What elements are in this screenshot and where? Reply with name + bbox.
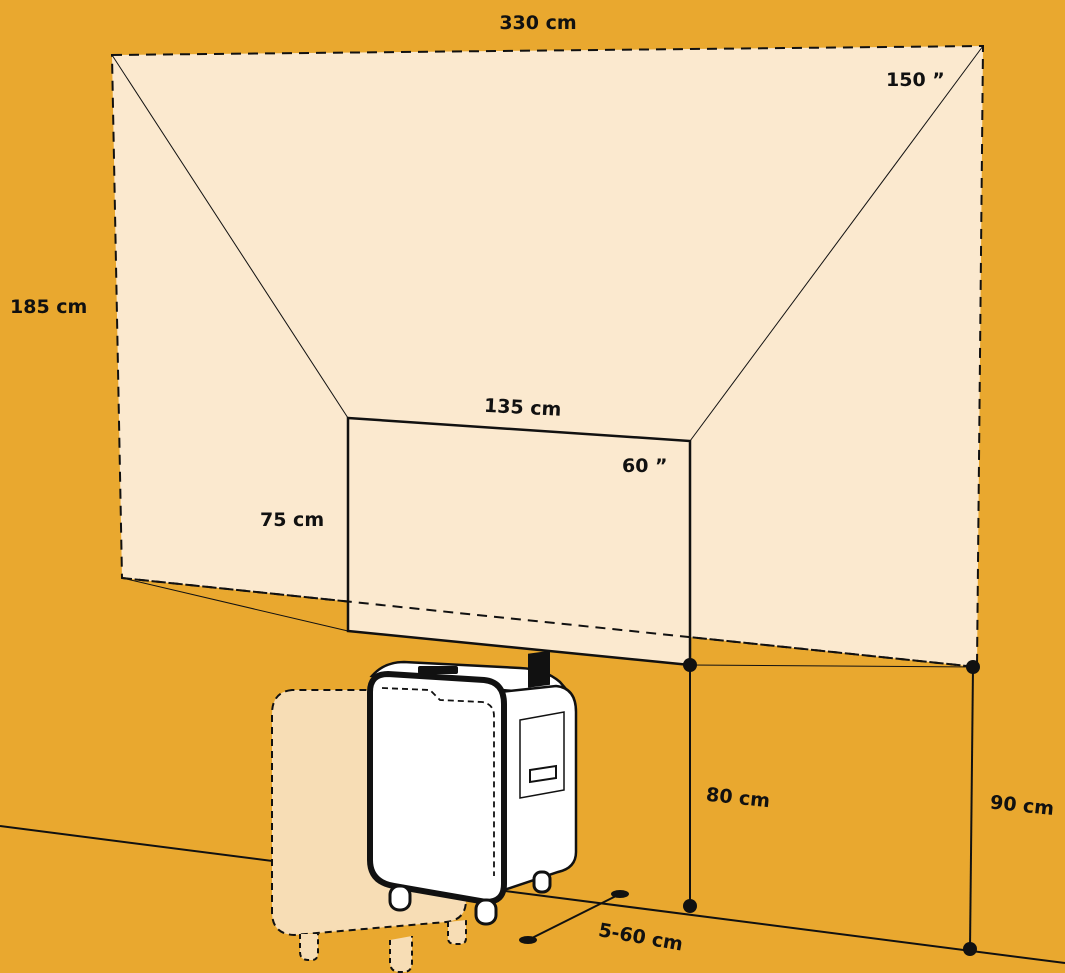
large-screen-area <box>110 44 985 669</box>
cone-line-top-right <box>689 45 984 442</box>
large-screen-height-top-dot <box>966 660 980 674</box>
projector <box>367 650 578 926</box>
floor-line <box>0 825 1065 964</box>
projector-wheel-back <box>532 870 552 894</box>
small-screen-height-bottom-dot <box>683 899 697 913</box>
wall-distance-marker <box>527 893 621 941</box>
projector-wheel-front-left <box>388 884 412 912</box>
large-screen-height-label: 185 cm <box>10 296 87 318</box>
wall-distance-end-far <box>519 936 537 944</box>
projector-side-handle <box>529 764 557 784</box>
small-screen-floor-height-label: 80 cm <box>705 784 771 813</box>
wall-distance-end-near <box>611 890 629 898</box>
cone-line-bottom-right <box>689 664 978 668</box>
large-screen-bottom-edge <box>121 577 978 668</box>
projector-wheel-front-right <box>474 898 498 926</box>
small-screen-height-top-dot <box>683 658 697 672</box>
small-screen-width-label: 135 cm <box>483 395 561 421</box>
cone-line-bottom-left <box>121 577 349 632</box>
small-screen-diagonal-label: 60 ” <box>622 455 668 477</box>
large-screen-height-marker <box>969 666 974 950</box>
small-screen-height-label: 75 cm <box>260 509 324 531</box>
large-screen-width-label: 330 cm <box>499 12 576 34</box>
cone-line-top-left <box>111 54 349 419</box>
large-screen-height-bottom-dot <box>963 942 977 956</box>
projector-side-vent <box>528 650 550 688</box>
projector-side-panel <box>519 711 565 799</box>
projector-control-buttons <box>418 666 458 674</box>
wall-distance-label: 5-60 cm <box>597 919 685 955</box>
large-screen-floor-height-label: 90 cm <box>989 792 1055 821</box>
large-screen-diagonal-label: 150 ” <box>886 69 945 91</box>
